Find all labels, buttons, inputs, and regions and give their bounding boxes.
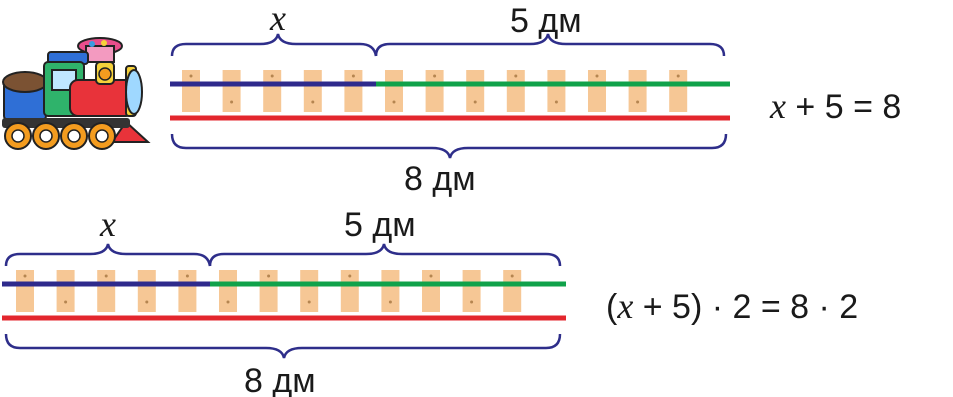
sleeper-nail: [145, 300, 149, 304]
sleeper-nail: [311, 100, 315, 104]
sleeper-nail: [429, 274, 433, 278]
sleeper-nail: [554, 100, 558, 104]
sleeper: [344, 70, 363, 112]
sleepers: [182, 70, 688, 112]
sleeper: [56, 270, 75, 312]
sleeper: [547, 70, 566, 112]
sleeper-nail: [185, 274, 189, 278]
sleeper: [222, 70, 241, 112]
sleeper: [16, 270, 34, 312]
sleeper: [422, 270, 440, 312]
sleeper-nail: [636, 100, 640, 104]
label-x-2: x: [99, 204, 116, 244]
sleeper: [506, 70, 525, 112]
sleeper: [425, 70, 444, 112]
brace-x-1: [170, 33, 378, 57]
brace-8dm-2: [4, 333, 562, 359]
sleeper-nail: [392, 100, 396, 104]
sleeper: [303, 70, 322, 112]
sleeper: [263, 70, 282, 112]
label-8dm-2: 8 дм: [244, 362, 316, 397]
label-5dm-1: 5 дм: [510, 2, 582, 40]
sleeper: [588, 70, 606, 112]
sleeper-nail: [348, 274, 352, 278]
sleeper-nail: [267, 274, 271, 278]
sleeper: [669, 70, 688, 112]
label-8dm-1: 8 дм: [404, 160, 476, 198]
label-x-1: x: [269, 0, 286, 38]
sleeper-nail: [514, 74, 518, 78]
sleeper-nail: [226, 300, 230, 304]
sleeper-nail: [676, 74, 680, 78]
sleeper: [300, 270, 319, 312]
sleeper-nail: [64, 300, 68, 304]
sleeper-nail: [595, 74, 599, 78]
sleeper-nail: [307, 300, 311, 304]
label-5dm-2: 5 дм: [344, 206, 416, 244]
sleeper: [219, 270, 237, 312]
brace-5dm-1: [374, 33, 726, 57]
brace-5dm-2: [208, 243, 562, 267]
sleeper-nail: [433, 74, 437, 78]
sleeper: [503, 270, 522, 312]
sleeper: [182, 70, 200, 112]
brace-x-2: [4, 243, 212, 267]
sleeper-nail: [230, 100, 234, 104]
sleeper-nail: [104, 274, 108, 278]
sleepers: [16, 270, 522, 312]
sleeper: [137, 270, 156, 312]
sleeper-nail: [388, 300, 392, 304]
sleeper-nail: [270, 74, 274, 78]
track-diagram-2: x 5 дм 8 дм (x + 5) · 2 = 8 · 2: [2, 204, 858, 397]
sleeper-nail: [470, 300, 474, 304]
sleeper: [628, 70, 647, 112]
sleeper-nail: [189, 74, 193, 78]
track-diagram-1: x 5 дм 8 дм x + 5 = 8: [170, 0, 901, 198]
sleeper: [381, 270, 400, 312]
sleeper: [259, 270, 278, 312]
sleeper: [466, 70, 485, 112]
sleeper: [340, 270, 359, 312]
sleeper-nail: [473, 100, 477, 104]
toy-train-icon: [2, 37, 151, 150]
equation-2: (x + 5) · 2 = 8 · 2: [606, 286, 858, 326]
brace-8dm-1: [170, 133, 728, 159]
sleeper: [462, 270, 481, 312]
sleeper: [385, 70, 403, 112]
sleeper-nail: [510, 274, 514, 278]
sleeper: [97, 270, 116, 312]
sleeper-nail: [351, 74, 355, 78]
equation-1: x + 5 = 8: [769, 86, 901, 126]
sleeper: [178, 270, 197, 312]
sleeper-nail: [23, 274, 27, 278]
